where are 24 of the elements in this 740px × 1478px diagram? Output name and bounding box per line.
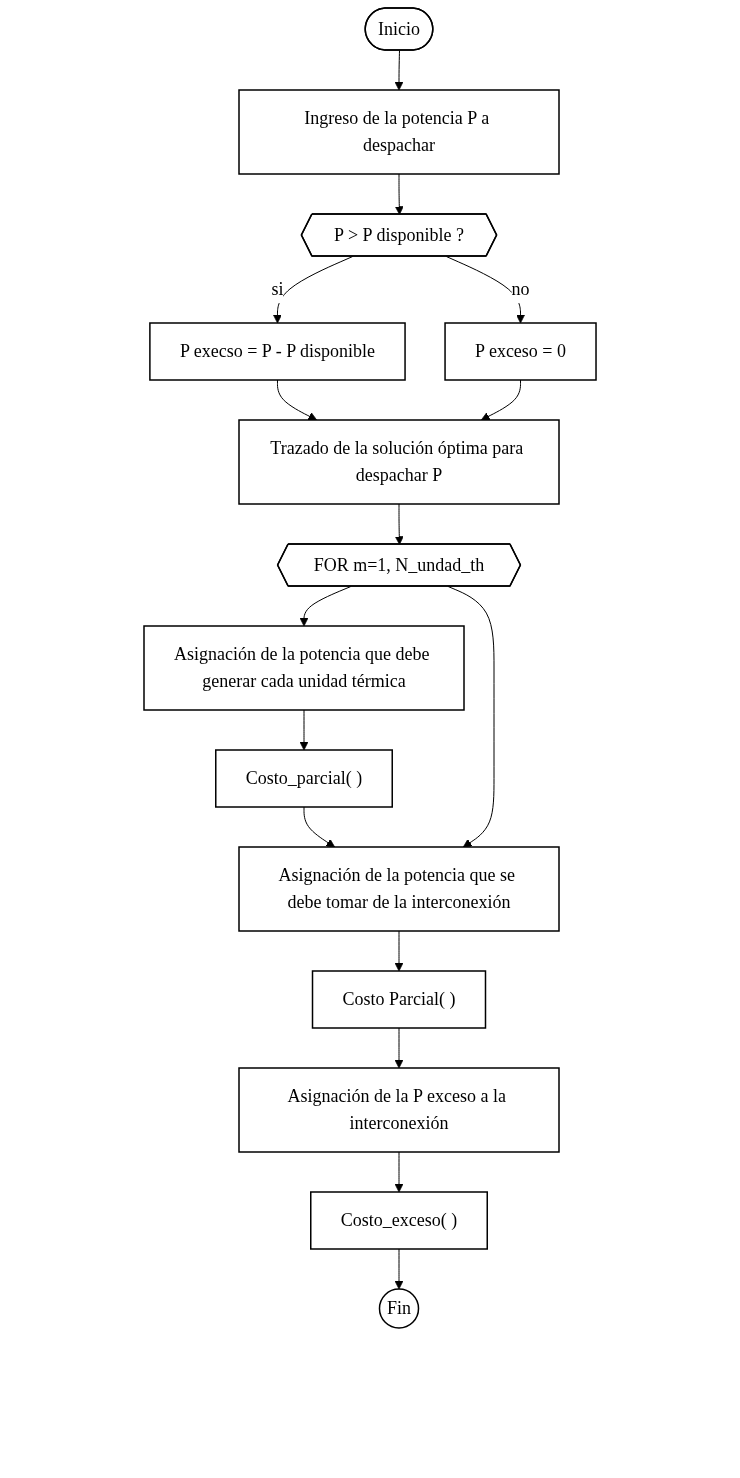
node-box: Trazado de la solución óptima para despachar P xyxy=(238,419,560,505)
node-box: P execso = P - P disponible xyxy=(149,322,406,381)
node-box: Asignación de la potencia que se debe tomar de la interconexión xyxy=(238,846,560,932)
arrow xyxy=(394,173,404,215)
arrow xyxy=(394,503,404,545)
arrow xyxy=(276,379,318,421)
node-box: Asignación de la potencia que debe generar cada unidad térmica xyxy=(143,625,465,711)
edge-label: si xyxy=(271,279,284,299)
arrow xyxy=(480,379,521,421)
node-box: Costo Parcial( ) xyxy=(311,970,487,1029)
arrow xyxy=(394,1027,404,1069)
node-box: P exceso = 0 xyxy=(444,322,597,381)
edge-label: no xyxy=(511,279,530,299)
node-box: Costo_exceso( ) xyxy=(310,1191,488,1250)
node-box: Costo_parcial( ) xyxy=(215,749,393,808)
node-circle: Fin xyxy=(378,1288,420,1329)
arrow xyxy=(299,709,309,751)
node-box: Asignación de la P exceso a la interconexión xyxy=(238,1067,560,1153)
arrow xyxy=(394,1248,404,1290)
arrow xyxy=(394,1151,404,1193)
arrow xyxy=(303,806,336,848)
arrow xyxy=(394,930,404,972)
node-box: Ingreso de la potencia P a despachar xyxy=(238,89,560,175)
arrow xyxy=(394,50,404,91)
